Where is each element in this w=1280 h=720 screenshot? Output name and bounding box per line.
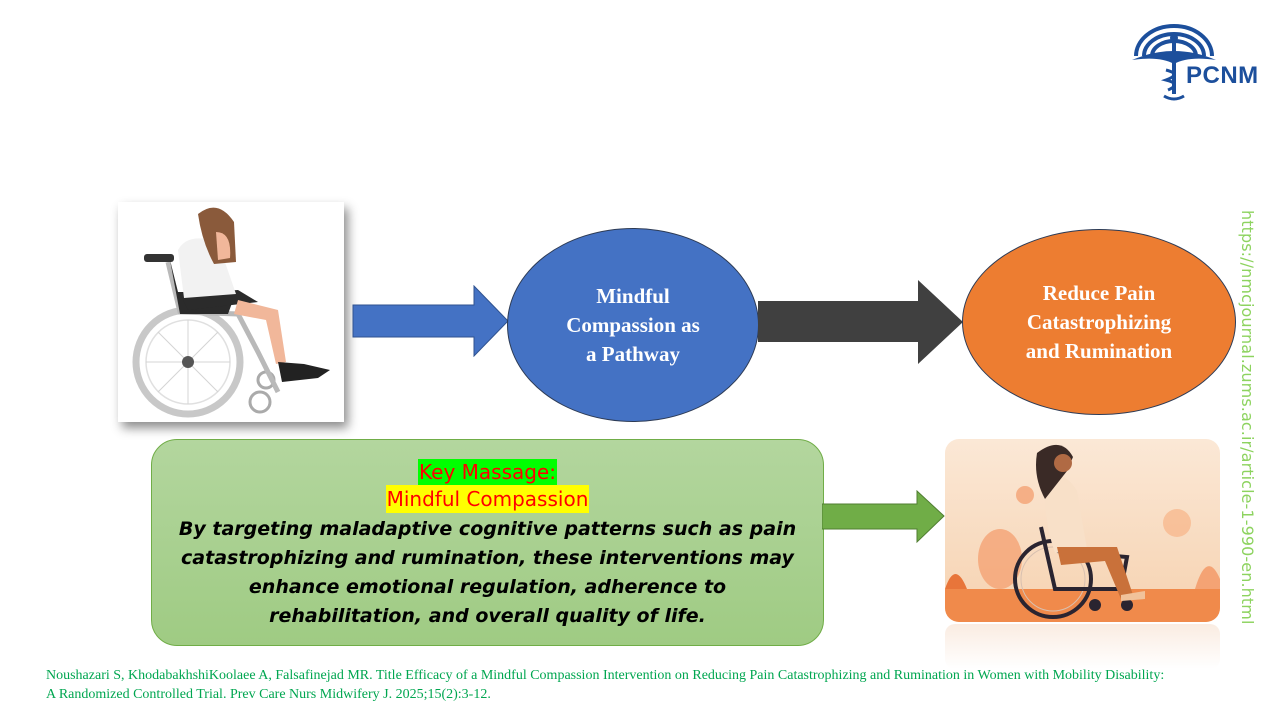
node-mindful-compassion: Mindful Compassion as a Pathway xyxy=(507,228,759,422)
key-message-subheading: Mindful Compassion xyxy=(385,485,590,513)
arrow-to-pathway xyxy=(352,285,509,357)
node-reduce-pain: Reduce Pain Catastrophizing and Ruminati… xyxy=(962,229,1236,415)
node1-line3: a Pathway xyxy=(586,341,680,366)
citation: Noushazari S, KhodabakhshiKoolaee A, Fal… xyxy=(46,666,1236,704)
key-message-heading: Key Massage: xyxy=(418,459,557,485)
node2-line2: Catastrophizing xyxy=(1026,309,1172,334)
empowered-woman-image xyxy=(945,439,1220,622)
citation-line1: Noushazari S, KhodabakhshiKoolaee A, Fal… xyxy=(46,668,1165,683)
node1-line1: Mindful xyxy=(596,283,670,308)
citation-line2: A Randomized Controlled Trial. Prev Care… xyxy=(46,687,491,702)
wheelchair-woman-sad-illustration xyxy=(132,207,330,418)
caduceus-icon xyxy=(1132,24,1216,101)
pcnm-logo: PCNM xyxy=(1128,12,1276,102)
distressed-woman-image xyxy=(118,202,344,422)
arrow-to-outcome xyxy=(758,280,963,364)
wheelchair-woman-confident-illustration xyxy=(945,444,1220,622)
node2-line1: Reduce Pain xyxy=(1042,280,1156,305)
image-reflection xyxy=(945,624,1220,669)
arrow-to-result-image xyxy=(822,490,945,544)
key-message-box: Key Massage: Mindful Compassion By targe… xyxy=(151,439,824,646)
article-url-text[interactable]: https://nmcjournal.zums.ac.ir/article-1-… xyxy=(1238,210,1257,625)
logo-text: PCNM xyxy=(1186,62,1259,89)
article-url[interactable]: https://nmcjournal.zums.ac.ir/article-1-… xyxy=(1238,210,1268,660)
node2-line3: and Rumination xyxy=(1025,338,1173,363)
node1-line2: Compassion as xyxy=(566,312,700,337)
key-message-body: By targeting maladaptive cognitive patte… xyxy=(178,518,797,627)
